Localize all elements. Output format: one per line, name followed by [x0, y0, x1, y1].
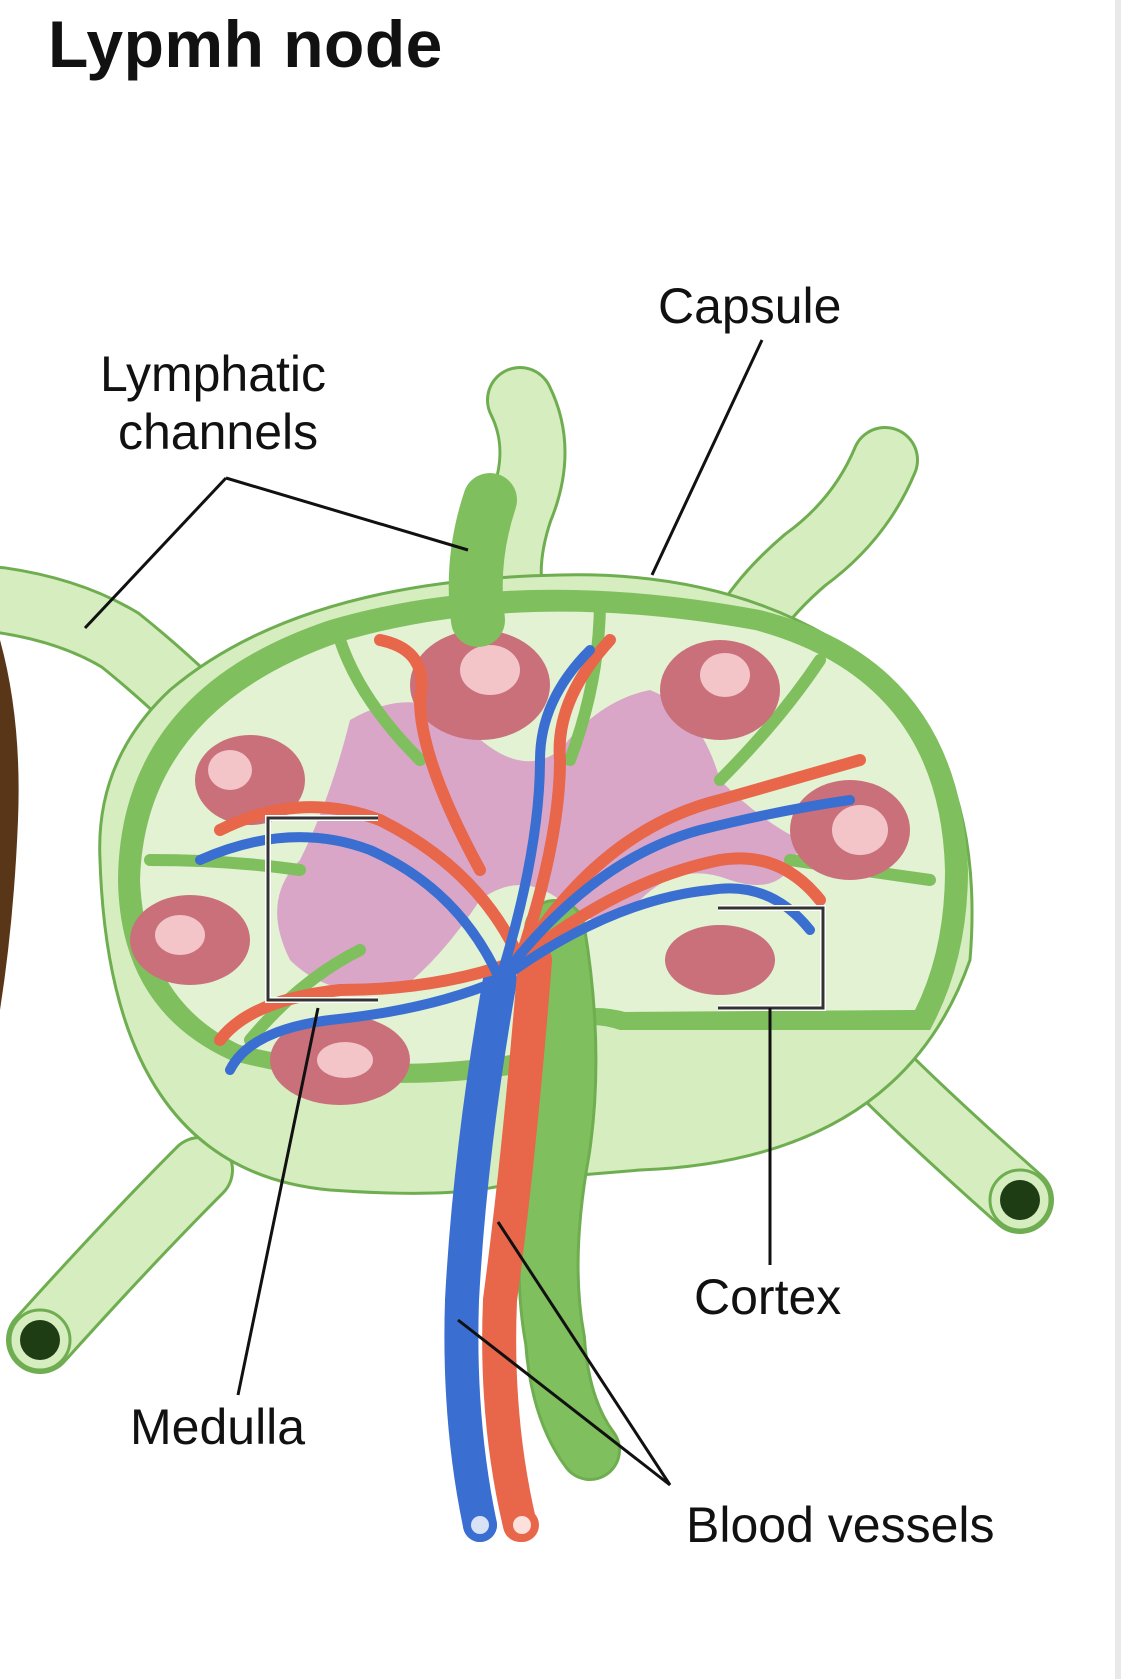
lymphoid-follicles	[130, 630, 910, 1105]
efferent-lymph-vessel-inner	[520, 902, 618, 1478]
adjacent-tissue	[0, 640, 19, 1010]
label-lymphatic-line1: Lymphatic	[100, 346, 327, 402]
afferent-lymph-vessel	[448, 473, 517, 647]
leader-lines	[83, 339, 772, 1487]
label-cortex: Cortex	[694, 1269, 842, 1325]
medulla-region	[277, 690, 801, 992]
label-lymphatic-line2: channels	[118, 404, 319, 460]
page-title: Lypmh node	[48, 7, 443, 81]
medulla-bracket-line	[266, 816, 378, 1002]
panel-border	[1115, 0, 1121, 1679]
blood-vessels	[195, 634, 866, 1542]
label-capsule: Capsule	[658, 278, 842, 334]
label-medulla: Medulla	[130, 1399, 306, 1455]
label-blood-vessels: Blood vessels	[686, 1497, 995, 1553]
channel-opening-right-inner	[1000, 1180, 1040, 1220]
artery-opening-inner	[513, 1516, 531, 1534]
channel-opening-left-inner	[20, 1320, 60, 1360]
vein-opening-inner	[471, 1516, 489, 1534]
